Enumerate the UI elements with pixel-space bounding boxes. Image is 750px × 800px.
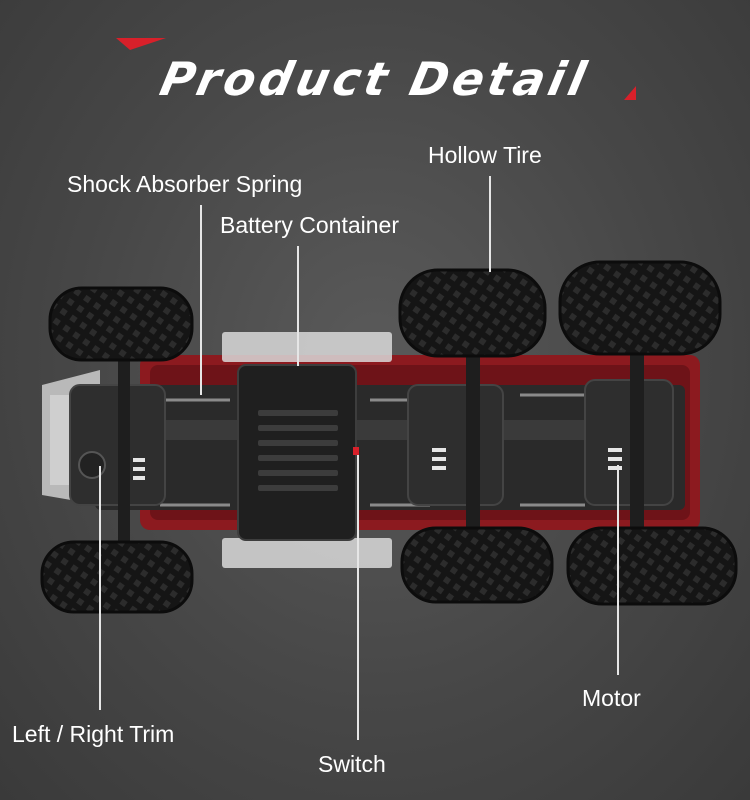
hollow-tire-leader [489,176,491,272]
shock-absorber-leader [200,205,202,395]
trim-leader [99,466,101,710]
switch-label: Switch [318,751,386,777]
battery-container-label: Battery Container [220,212,399,238]
hollow-tire-label: Hollow Tire [428,142,542,168]
motor-leader [617,465,619,675]
trim-label: Left / Right Trim [12,721,175,747]
battery-container-leader [297,246,299,366]
title-right-accent [624,86,636,100]
title-left-accent [116,38,166,50]
switch-leader [357,455,359,740]
shock-absorber-label: Shock Absorber Spring [67,171,303,197]
motor-label: Motor [582,685,641,711]
